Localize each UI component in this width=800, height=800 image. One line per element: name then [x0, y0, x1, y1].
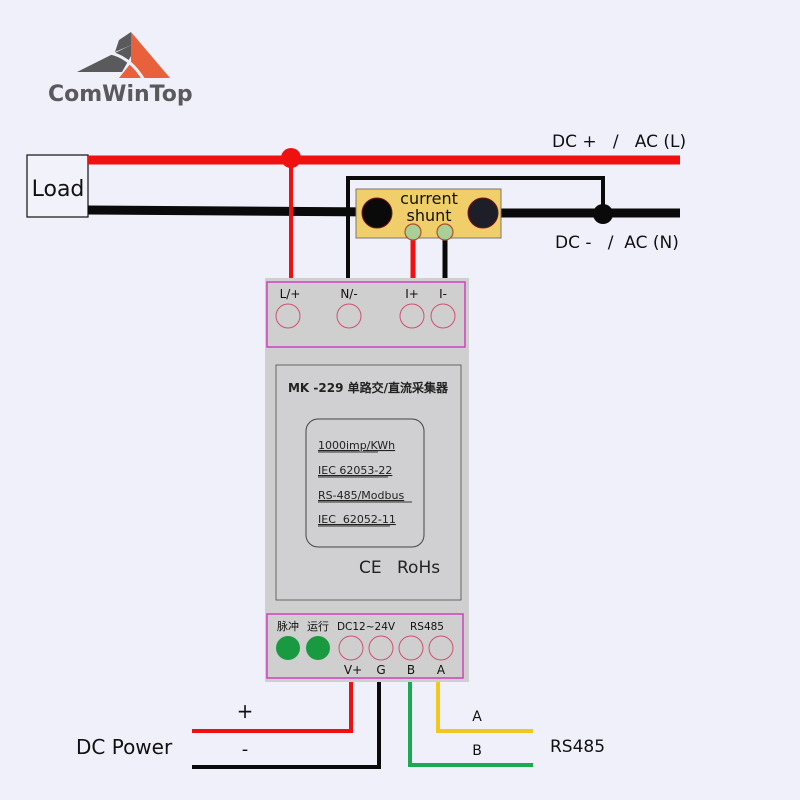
power-header: DC12~24V — [337, 621, 396, 633]
neutral-line-left — [87, 205, 379, 217]
terminal-i-plus — [399, 303, 425, 329]
rohs-mark: RoHs — [397, 558, 440, 578]
ce-mark: CE — [359, 558, 382, 578]
terminal-n — [336, 303, 362, 329]
run-led — [306, 636, 330, 660]
terminal-label-i-plus: I+ — [405, 287, 419, 301]
terminal-a — [428, 635, 454, 661]
bottom-terminal-block — [266, 613, 464, 679]
terminal-label-l: L/+ — [280, 287, 301, 301]
brand-name: ComWinTop — [48, 82, 193, 107]
rs485-a-wire — [436, 682, 533, 733]
dc-minus-label: - — [242, 739, 249, 760]
load-box — [26, 154, 89, 218]
spec-box — [305, 418, 425, 548]
dc-power-label: DC Power — [76, 735, 173, 759]
terminal-label-v-plus: V+ — [344, 663, 362, 677]
rs485-label: RS485 — [550, 737, 605, 757]
shunt-left-terminal — [361, 197, 393, 229]
pulse-led — [276, 636, 300, 660]
shunt-i-minus-pad — [436, 223, 454, 241]
spec-standard-2: IEC 62052-11 — [318, 513, 396, 526]
terminal-v-plus — [338, 635, 364, 661]
terminal-l — [275, 303, 301, 329]
neutral-sense-wire — [346, 176, 605, 280]
dc-plus-wire — [192, 682, 353, 733]
current-shunt: current shunt — [355, 188, 502, 282]
top-line-label: DC + / AC (L) — [552, 132, 686, 152]
logo-swoosh-icon — [104, 50, 147, 83]
terminal-b — [398, 635, 424, 661]
dc-minus-wire — [192, 682, 381, 769]
rs485-b-label: B — [472, 743, 482, 759]
shunt-i-plus-pad — [404, 223, 422, 241]
terminal-label-g: G — [376, 663, 385, 677]
mk229-device: L/+ N/- I+ I- MK -229 单路交/直流采集器 1000imp/… — [265, 278, 469, 682]
top-terminal-block — [266, 281, 466, 348]
rs485-header: RS485 — [410, 621, 444, 633]
terminal-label-b: B — [407, 663, 415, 677]
device-title: MK -229 单路交/直流采集器 — [288, 380, 449, 395]
brand-logo: ComWinTop — [48, 32, 193, 107]
terminal-g — [368, 635, 394, 661]
dc-plus-label: + — [237, 699, 254, 723]
logo-dark-shape-icon — [77, 45, 131, 72]
rs485-b-wire — [408, 682, 533, 767]
shunt-right-terminal — [467, 197, 499, 229]
front-panel — [275, 364, 462, 601]
live-junction — [281, 148, 301, 168]
terminal-label-a: A — [437, 663, 446, 677]
spec-standard-1: IEC 62053-22 — [318, 464, 392, 477]
shunt-label-line2: shunt — [406, 206, 451, 225]
indicator-label-run: 运行 — [307, 620, 329, 633]
bottom-line-label: DC - / AC (N) — [555, 233, 679, 253]
terminal-label-n: N/- — [340, 287, 357, 301]
logo-dark-peak-icon — [115, 32, 131, 52]
terminal-i-minus — [430, 303, 456, 329]
terminal-label-i-minus: I- — [439, 287, 447, 301]
load-label: Load — [32, 177, 85, 202]
spec-protocol: RS-485/Modbus — [318, 489, 404, 502]
spec-energy-constant: 1000imp/KWh — [318, 439, 395, 452]
shunt-label-line1: current — [400, 189, 458, 208]
rs485-a-label: A — [472, 709, 482, 725]
indicator-label-pulse: 脉冲 — [277, 619, 299, 633]
